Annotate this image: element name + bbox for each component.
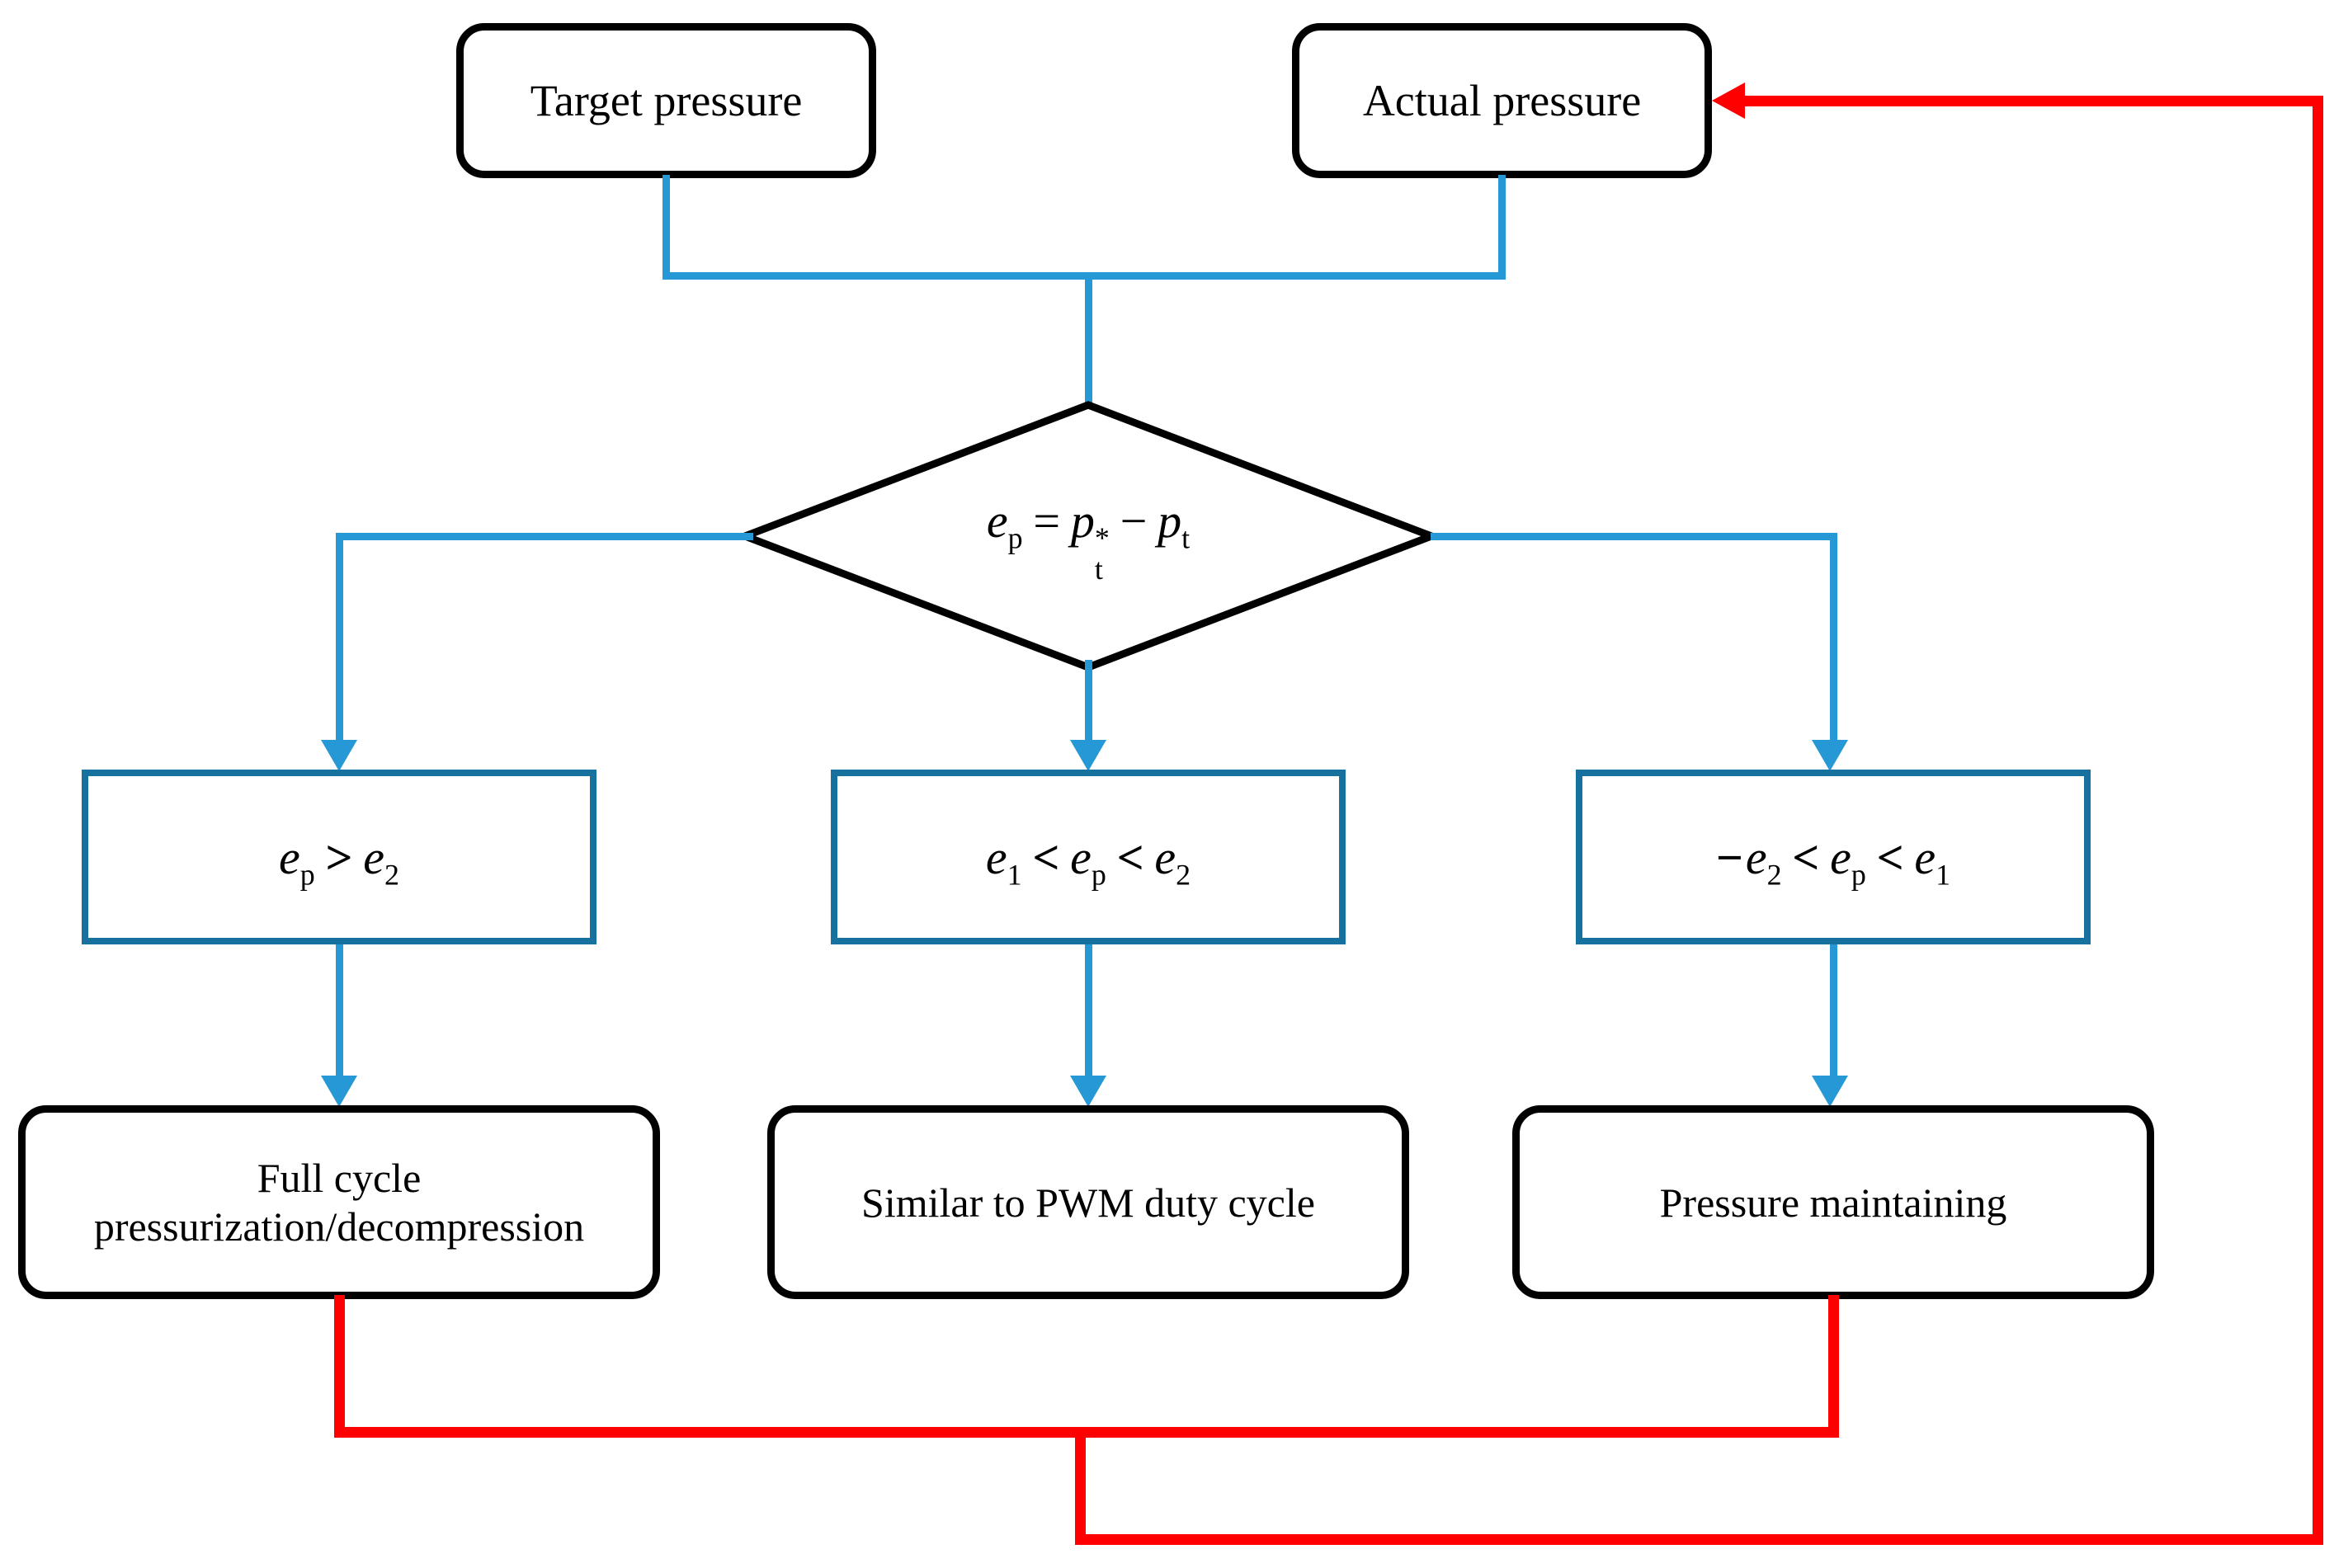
arrowhead-into-action-right — [1812, 1076, 1848, 1107]
arrowhead-into-action-mid — [1070, 1076, 1106, 1107]
pwm-duty-cycle-label: Similar to PWM duty cycle — [861, 1179, 1315, 1226]
connector-merge-horizontal — [662, 272, 1506, 280]
connector-condmid-to-action — [1085, 944, 1092, 1076]
less-than-sign: < — [1116, 830, 1144, 884]
feedback-from-action-right — [1828, 1295, 1839, 1438]
connector-condleft-to-action — [336, 944, 343, 1076]
condition-ep-greater-e2: ep>e2 — [82, 770, 596, 944]
less-than-sign: < — [1792, 830, 1820, 884]
arrowhead-into-actual-pressure — [1712, 82, 1745, 119]
connector-condright-to-action — [1830, 944, 1837, 1076]
connector-target-down — [662, 175, 670, 280]
branch-right-horizontal — [1431, 533, 1837, 540]
feedback-right-vertical — [2313, 96, 2323, 1545]
feedback-jog-down — [1075, 1427, 1086, 1545]
branch-left-down — [336, 533, 343, 743]
formula-var-pt: p — [1158, 493, 1182, 548]
node-full-cycle: Full cycle pressurization/decompression — [18, 1105, 660, 1299]
arrowhead-into-cond-left — [321, 740, 357, 771]
formula-minus: − — [1120, 493, 1148, 548]
connector-actual-down — [1498, 175, 1506, 280]
feedback-lower-horizontal — [1075, 1534, 2323, 1545]
node-target-pressure: Target pressure — [456, 23, 876, 178]
branch-mid-down — [1085, 660, 1092, 743]
greater-than-sign: > — [325, 830, 353, 884]
formula-var-ptstar: p — [1070, 493, 1095, 548]
full-cycle-line2: pressurization/decompression — [93, 1203, 585, 1250]
minus-sign: − — [1715, 830, 1743, 884]
node-actual-pressure: Actual pressure — [1292, 23, 1712, 178]
branch-left-horizontal — [336, 533, 753, 540]
condition-negE2-ep-e1: −e2<ep<e1 — [1576, 770, 2091, 944]
arrowhead-into-cond-mid — [1070, 740, 1106, 771]
branch-right-down — [1830, 533, 1837, 743]
formula-equals: = — [1033, 493, 1061, 548]
node-target-pressure-label: Target pressure — [530, 76, 803, 125]
full-cycle-line1: Full cycle — [257, 1154, 422, 1201]
node-pwm-duty-cycle: Similar to PWM duty cycle — [767, 1105, 1409, 1299]
feedback-top-horizontal — [1742, 96, 2323, 106]
connector-into-diamond — [1085, 280, 1092, 412]
arrowhead-into-action-left — [321, 1076, 357, 1107]
feedback-upper-horizontal — [334, 1427, 1839, 1438]
less-than-sign: < — [1032, 830, 1060, 884]
decision-formula: ep=p*t−pt — [986, 493, 1191, 586]
feedback-from-action-left — [334, 1295, 345, 1438]
arrowhead-into-cond-right — [1812, 740, 1848, 771]
pressure-maintaining-label: Pressure maintaining — [1659, 1179, 2007, 1226]
formula-var-ep: e — [986, 493, 1008, 548]
node-pressure-maintaining: Pressure maintaining — [1512, 1105, 2154, 1299]
condition-e1-ep-e2: e1<ep<e2 — [831, 770, 1346, 944]
node-actual-pressure-label: Actual pressure — [1362, 76, 1642, 125]
less-than-sign: < — [1876, 830, 1904, 884]
